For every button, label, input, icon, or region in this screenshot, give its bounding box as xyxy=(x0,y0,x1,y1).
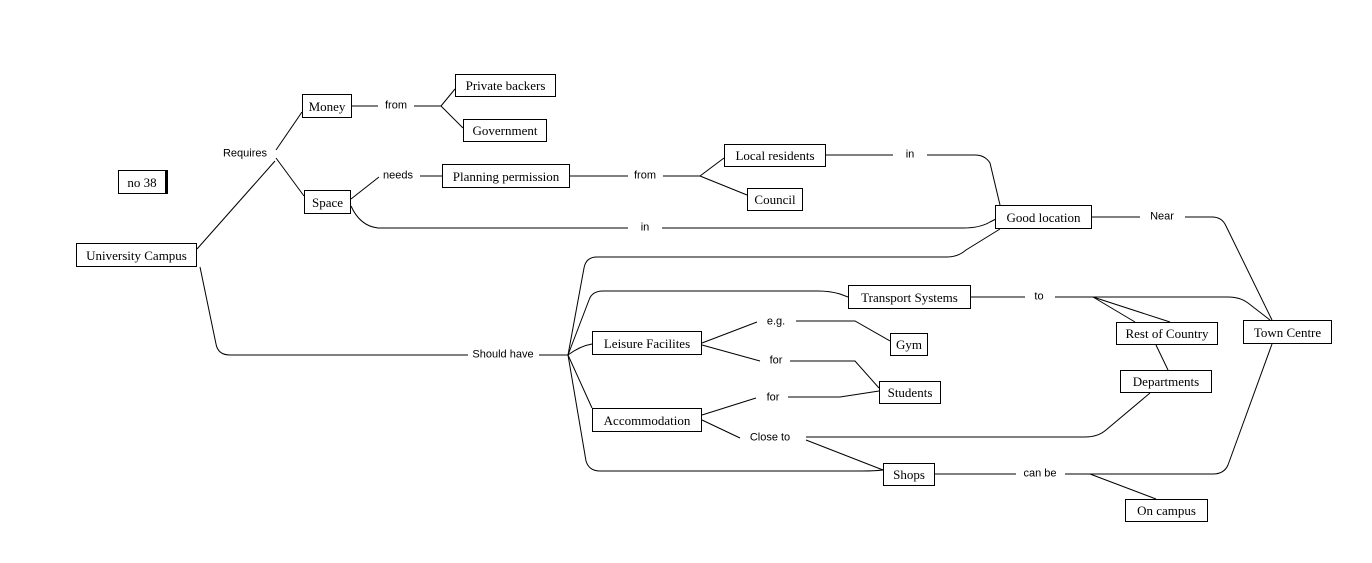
node-money[interactable]: Money xyxy=(302,94,352,118)
edge-close-to-to-departments xyxy=(806,392,1151,438)
node-label: Good location xyxy=(1006,209,1081,225)
node-label: Town Centre xyxy=(1253,324,1322,340)
node-local-residents[interactable]: Local residents xyxy=(724,144,826,167)
edge-space-to-needs xyxy=(350,176,380,200)
link-label-for-leisure[interactable]: for xyxy=(766,355,786,367)
node-university-campus[interactable]: University Campus xyxy=(76,243,197,267)
edge-from-to-government xyxy=(440,105,464,129)
edge-accommodation-to-close-to xyxy=(701,419,741,439)
edge-requires-to-space xyxy=(275,157,305,197)
link-label-can-be[interactable]: can be xyxy=(1020,468,1060,480)
node-label: On campus xyxy=(1137,503,1196,518)
node-on-campus[interactable]: On campus xyxy=(1125,499,1208,522)
link-label-near[interactable]: Near xyxy=(1147,211,1177,223)
edge-in-to-good-location xyxy=(927,154,1001,206)
node-label: University Campus xyxy=(86,247,187,263)
node-transport-systems[interactable]: Transport Systems xyxy=(848,285,971,309)
node-label: Local residents xyxy=(735,148,815,163)
edge-leisure-to-for xyxy=(701,344,761,362)
node-label: Space xyxy=(311,194,344,210)
edge-requires-to-money xyxy=(275,111,303,151)
edge-to-departments xyxy=(1092,296,1171,323)
link-label-in-space[interactable]: in xyxy=(637,222,653,234)
edge-space-to-in-lower xyxy=(350,205,628,229)
edge-to-rest-of-country xyxy=(1092,296,1136,323)
edge-near-to-town-centre xyxy=(1185,216,1273,321)
edge-close-to-to-shops xyxy=(805,439,884,471)
link-label-requires[interactable]: Requires xyxy=(219,148,271,160)
edge-rest-to-departments xyxy=(1155,344,1169,371)
node-departments[interactable]: Departments xyxy=(1120,370,1212,393)
edge-eg-to-gym xyxy=(796,320,891,342)
link-label-to[interactable]: to xyxy=(1031,291,1047,303)
node-planning-permission[interactable]: Planning permission xyxy=(442,164,570,188)
node-no-38[interactable]: no 38 xyxy=(118,170,168,194)
link-label-needs[interactable]: needs xyxy=(380,170,416,182)
node-council[interactable]: Council xyxy=(747,188,803,211)
edge-can-be-to-on-campus xyxy=(1089,473,1157,500)
edge-to-town-centre xyxy=(1093,296,1271,321)
node-students[interactable]: Students xyxy=(879,381,941,404)
edge-from-to-local-residents xyxy=(699,157,725,177)
node-label: Shops xyxy=(893,467,925,482)
node-government[interactable]: Government xyxy=(463,119,547,142)
edge-university-to-requires xyxy=(196,160,276,250)
node-label: Accommodation xyxy=(603,412,691,428)
node-label: Council xyxy=(754,192,796,207)
node-accommodation[interactable]: Accommodation xyxy=(592,408,702,432)
node-label: no 38 xyxy=(127,174,157,190)
edge-from-to-private-backers xyxy=(440,88,456,107)
edge-hub-to-accommodation xyxy=(567,354,593,409)
node-label: Gym xyxy=(896,337,922,352)
node-label: Rest of Country xyxy=(1125,326,1209,341)
edge-accommodation-to-for xyxy=(701,397,757,416)
edge-hub-to-good-location xyxy=(567,228,1001,356)
edge-in-lower-to-good-location xyxy=(662,216,1001,229)
edge-can-be-to-town-centre xyxy=(1090,343,1273,475)
link-label-should-have[interactable]: Should have xyxy=(469,349,537,361)
node-label: Transport Systems xyxy=(861,289,958,305)
edge-hub-to-shops xyxy=(567,354,884,472)
node-private-backers[interactable]: Private backers xyxy=(455,74,556,97)
node-label: Government xyxy=(472,123,538,138)
node-gym[interactable]: Gym xyxy=(890,333,928,356)
link-label-eg[interactable]: e.g. xyxy=(763,316,789,328)
edge-for-to-students xyxy=(790,360,880,389)
edge-from-to-council xyxy=(699,175,748,196)
node-town-centre[interactable]: Town Centre xyxy=(1243,320,1332,344)
edge-leisure-to-eg xyxy=(701,321,758,344)
edge-university-to-should-have xyxy=(199,266,468,356)
node-label: Money xyxy=(308,98,346,114)
node-shops[interactable]: Shops xyxy=(883,463,935,486)
node-label: Departments xyxy=(1132,374,1200,389)
node-label: Students xyxy=(887,385,933,400)
edge-for2-to-students xyxy=(788,390,880,398)
node-good-location[interactable]: Good location xyxy=(995,205,1092,229)
edge-hub-to-transport xyxy=(567,290,849,356)
edge-hub-to-leisure xyxy=(567,343,593,356)
link-label-close-to[interactable]: Close to xyxy=(746,432,794,444)
node-label: Planning permission xyxy=(452,168,560,184)
node-rest-of-country[interactable]: Rest of Country xyxy=(1116,322,1218,345)
node-label: Private backers xyxy=(465,78,546,93)
link-label-in-local-residents[interactable]: in xyxy=(902,149,918,161)
link-label-from-planning[interactable]: from xyxy=(631,170,659,182)
link-label-for-accommodation[interactable]: for xyxy=(763,392,783,404)
node-leisure-facilites[interactable]: Leisure Facilites xyxy=(592,331,702,355)
link-label-from-money[interactable]: from xyxy=(382,100,410,112)
node-label: Leisure Facilites xyxy=(603,335,691,351)
node-space[interactable]: Space xyxy=(304,190,351,214)
